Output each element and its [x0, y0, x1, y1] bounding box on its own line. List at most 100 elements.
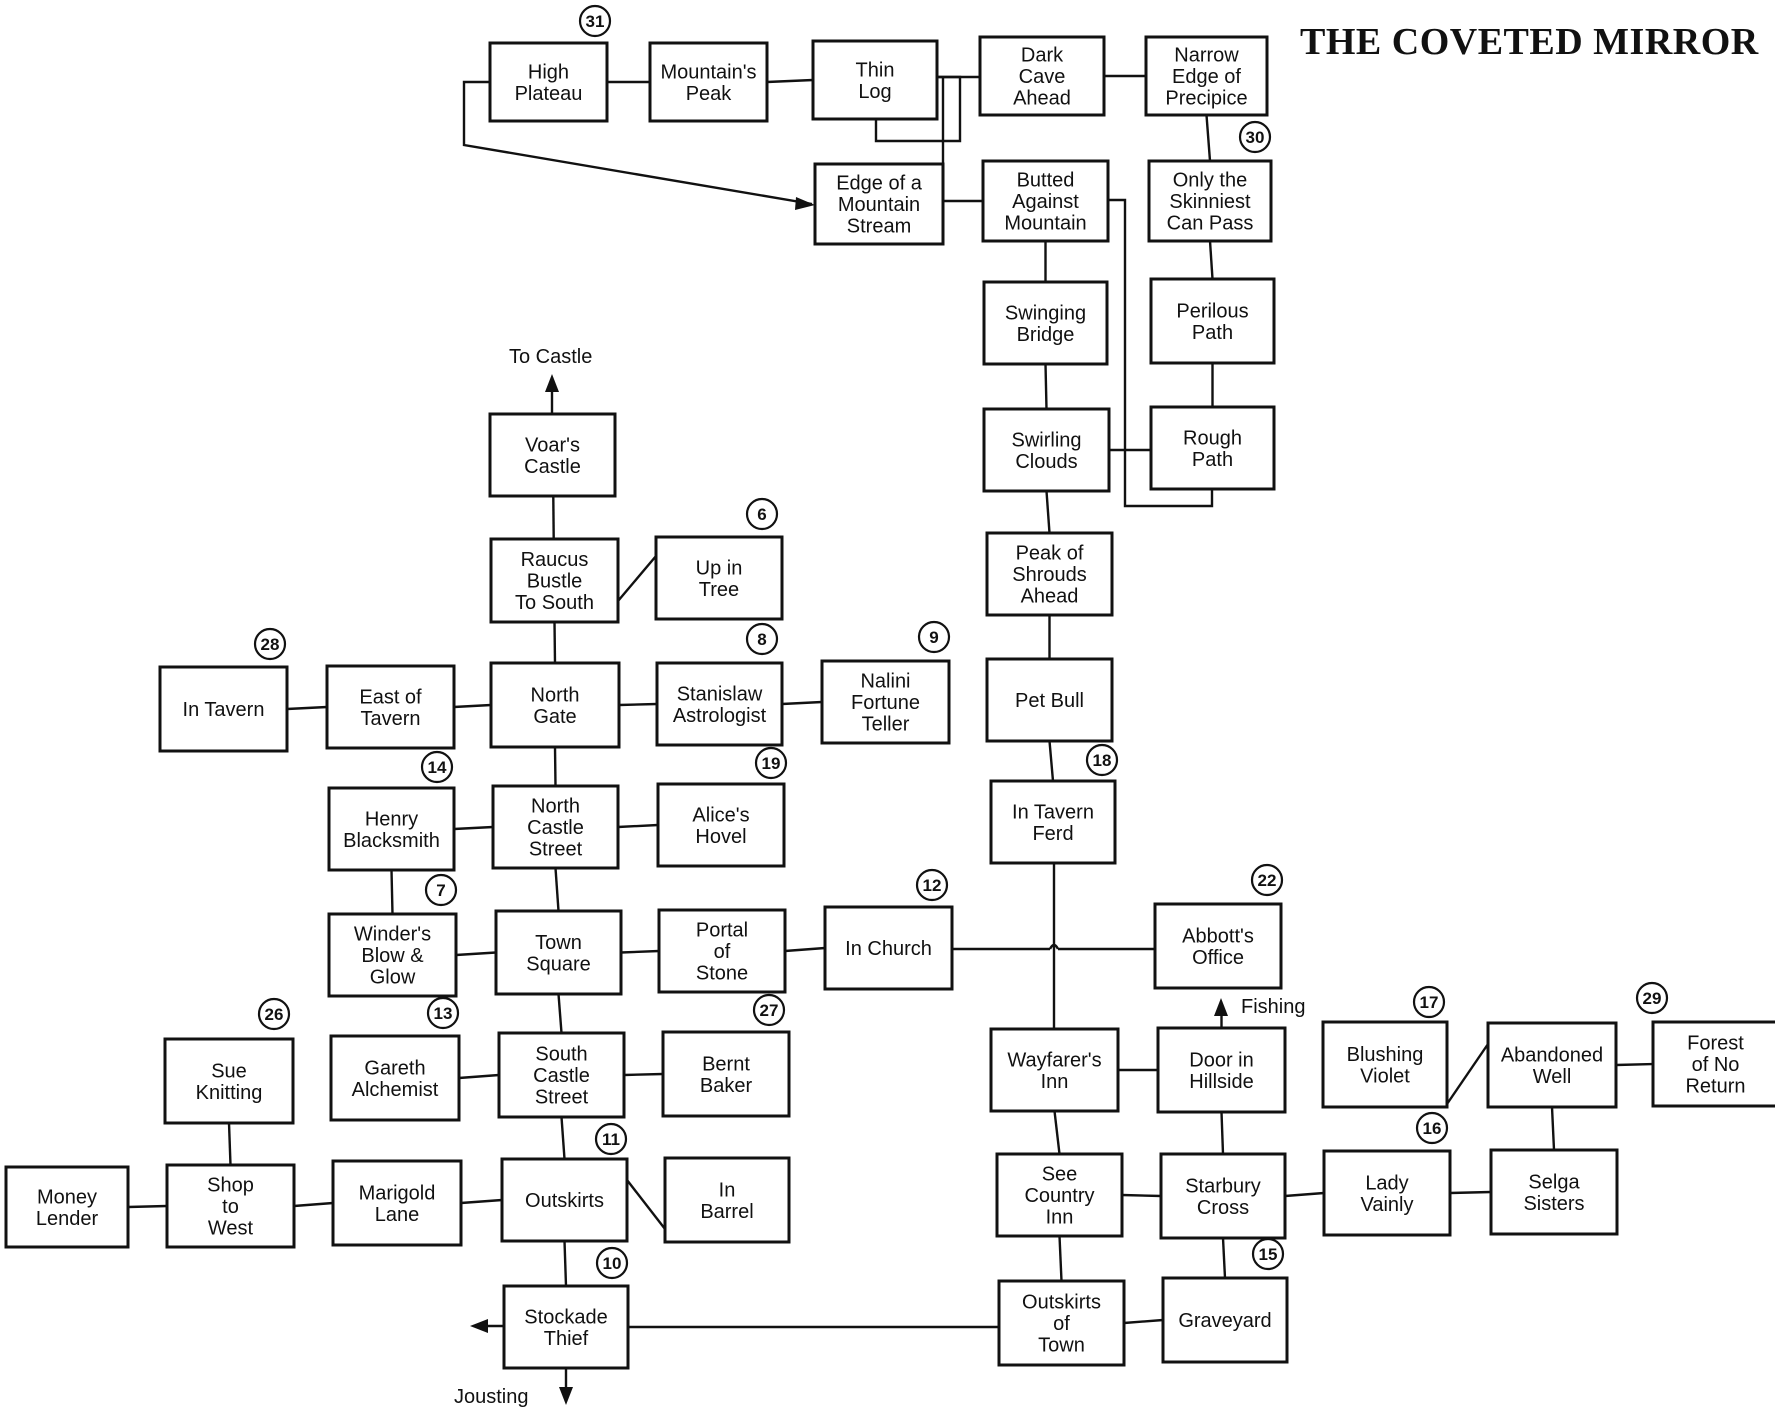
location-box — [985, 657, 1114, 743]
connector-line — [560, 1116, 566, 1160]
badge-number: 9 — [929, 628, 938, 647]
location-label: Abandoned — [1501, 1044, 1603, 1066]
location-box — [820, 659, 951, 745]
location-box — [989, 1027, 1120, 1113]
exit-arrow-icon — [559, 1387, 573, 1405]
location-box — [981, 159, 1110, 243]
connector-line — [563, 1240, 568, 1287]
location-label: In Church — [845, 938, 932, 960]
location-graveyard[interactable]: Graveyard — [1161, 1276, 1289, 1364]
badge-number: 16 — [1423, 1119, 1442, 1138]
location-label: Peak of — [1016, 543, 1084, 565]
location-pet-bull[interactable]: Pet Bull — [985, 657, 1114, 743]
location-label: to — [222, 1196, 239, 1218]
location-label: Return — [1685, 1076, 1745, 1098]
location-box — [327, 786, 456, 872]
location-label: Wayfarer's — [1007, 1049, 1101, 1071]
location-in-tavern[interactable]: In Tavern — [158, 665, 289, 753]
location-label: Mountain's — [660, 61, 756, 83]
location-box — [327, 912, 458, 998]
location-church[interactable]: In Church — [823, 905, 954, 991]
location-label: Money — [37, 1186, 97, 1208]
connector-line — [557, 993, 563, 1034]
badge-circle — [1635, 981, 1669, 1015]
connector-line — [455, 951, 497, 957]
badge-number: 31 — [586, 12, 605, 31]
location-label: Stockade — [524, 1306, 607, 1328]
exit-fishing: Fishing — [1214, 996, 1305, 1018]
location-label: Blow & — [361, 945, 424, 967]
connector-line — [553, 621, 557, 664]
exit-arrow-icon — [1214, 998, 1228, 1016]
badge-18: 18 — [1085, 743, 1119, 777]
location-box — [4, 1165, 130, 1249]
badge-circle — [253, 627, 287, 661]
location-label: Portal — [696, 920, 748, 942]
connector-line — [453, 703, 492, 709]
location-label: Door in — [1189, 1049, 1253, 1071]
location-label: Swirling — [1011, 429, 1081, 451]
location-outskirts[interactable]: Outskirts — [500, 1157, 629, 1243]
location-label: Nalini — [860, 671, 910, 693]
location-box — [1322, 1149, 1452, 1237]
location-box — [995, 1152, 1124, 1238]
badge-number: 28 — [261, 635, 280, 654]
connector-line — [1221, 1237, 1227, 1279]
location-box — [1149, 405, 1276, 491]
location-label: Thin — [856, 59, 895, 81]
location-label: Castle — [524, 456, 581, 478]
location-label: Stream — [847, 216, 911, 238]
badge-circle — [424, 873, 458, 907]
location-box — [1321, 1020, 1449, 1109]
location-label: Outskirts — [525, 1190, 604, 1212]
